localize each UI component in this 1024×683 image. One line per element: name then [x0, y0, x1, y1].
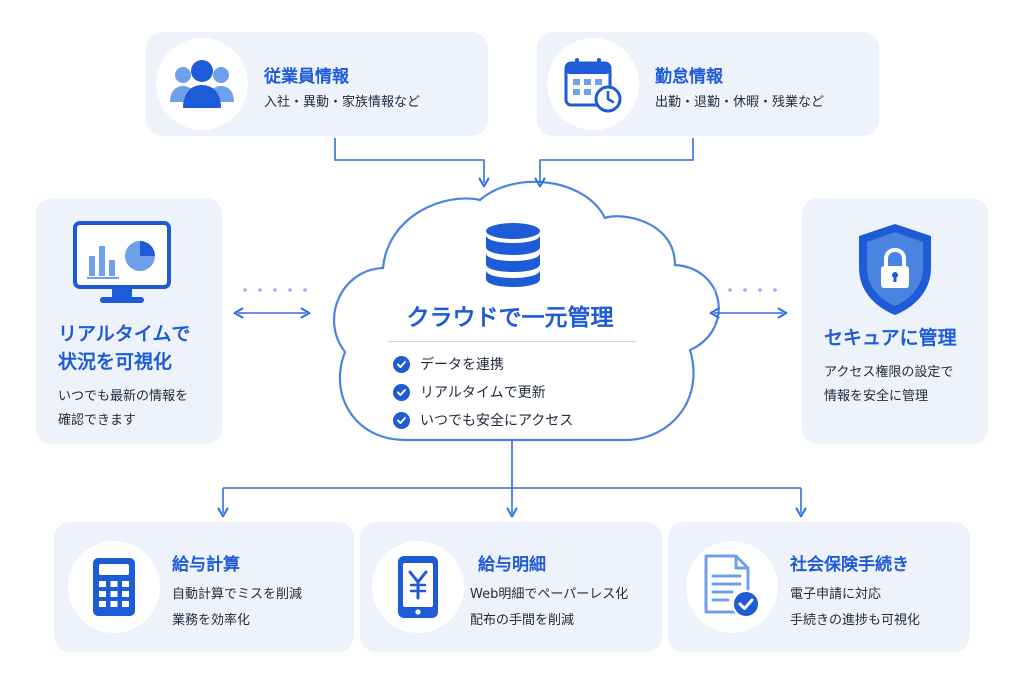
connector-employee-to-cloud [334, 138, 490, 188]
card-description-line1: アクセス権限の設定で [824, 365, 954, 380]
card-title-line2: 状況を可視化 [58, 351, 173, 373]
icon-circle [68, 541, 160, 633]
cloud-item-label: いつでも安全にアクセス [420, 413, 574, 429]
card-description-line2: 手続きの進捗も可視化 [790, 613, 921, 628]
card-description: 出勤・退勤・休暇・残業など [655, 95, 825, 110]
card-title: 社会保険手続き [790, 555, 909, 575]
card-description-line2: 情報を安全に管理 [824, 389, 929, 404]
icon-circle [372, 541, 464, 633]
icon-circle [156, 38, 248, 130]
card-attendance-info: 勤怠情報 出勤・退勤・休暇・残業など [537, 32, 879, 136]
connector-right [709, 288, 788, 319]
card-title: 勤怠情報 [655, 67, 723, 87]
cloud-item-label: リアルタイムで更新 [420, 385, 546, 401]
cloud-item: データを連携 [393, 354, 504, 374]
cloud-title: クラウドで一元管理 [406, 305, 614, 331]
card-description-line1: 自動計算でミスを削減 [172, 587, 303, 602]
connector-attendance-to-cloud [534, 138, 694, 188]
card-description-line1: 電子申請に対応 [790, 587, 882, 602]
card-realtime-visibility: リアルタイムで 状況を可視化 いつでも最新の情報を 確認できます [36, 198, 222, 444]
card-payslip: 給与明細 Web明細でペーパーレス化 配布の手間を削減 [360, 522, 662, 652]
connector-cloud-to-bottom [217, 440, 807, 518]
database-icon [486, 223, 540, 287]
card-description-line2: 業務を効率化 [172, 613, 251, 628]
card-social-insurance: 社会保険手続き 電子申請に対応 手続きの進捗も可視化 [668, 522, 970, 652]
calculator-icon [93, 558, 135, 616]
cloud-item: いつでも安全にアクセス [393, 410, 573, 430]
cloud-item-label: データを連携 [420, 357, 504, 373]
card-secure-management: セキュアに管理 アクセス権限の設定で 情報を安全に管理 [802, 198, 988, 444]
shield-lock-icon [859, 224, 931, 315]
cloud-divider [388, 341, 636, 342]
card-description-line1: いつでも最新の情報を [58, 389, 189, 404]
check-icon [393, 355, 410, 373]
card-title: 給与計算 [172, 555, 240, 575]
check-icon [393, 411, 410, 429]
icon-circle [547, 38, 639, 130]
calendar-clock-icon [564, 58, 622, 113]
card-description-line2: 確認できます [58, 413, 137, 428]
monitor-chart-icon [73, 221, 171, 303]
card-description-line1: Web明細でペーパーレス化 [470, 587, 629, 602]
phone-yen-icon [398, 556, 438, 618]
card-description-line2: 配布の手間を削減 [470, 613, 575, 628]
connector-left [233, 288, 311, 319]
card-title: 従業員情報 [264, 67, 349, 87]
cloud-item: リアルタイムで更新 [393, 382, 546, 402]
card-title: セキュアに管理 [824, 327, 957, 349]
document-check-icon [704, 554, 760, 618]
card-employee-info: 従業員情報 入社・異動・家族情報など [146, 32, 488, 136]
users-icon [170, 60, 234, 108]
check-icon [393, 383, 410, 401]
icon-circle [686, 541, 778, 633]
card-description: 入社・異動・家族情報など [264, 95, 421, 110]
card-title: 給与明細 [478, 555, 546, 575]
card-payroll-calculation: 給与計算 自動計算でミスを削減 業務を効率化 [54, 522, 354, 652]
cloud-outline [333, 180, 720, 442]
card-title-line1: リアルタイムで [58, 323, 191, 345]
